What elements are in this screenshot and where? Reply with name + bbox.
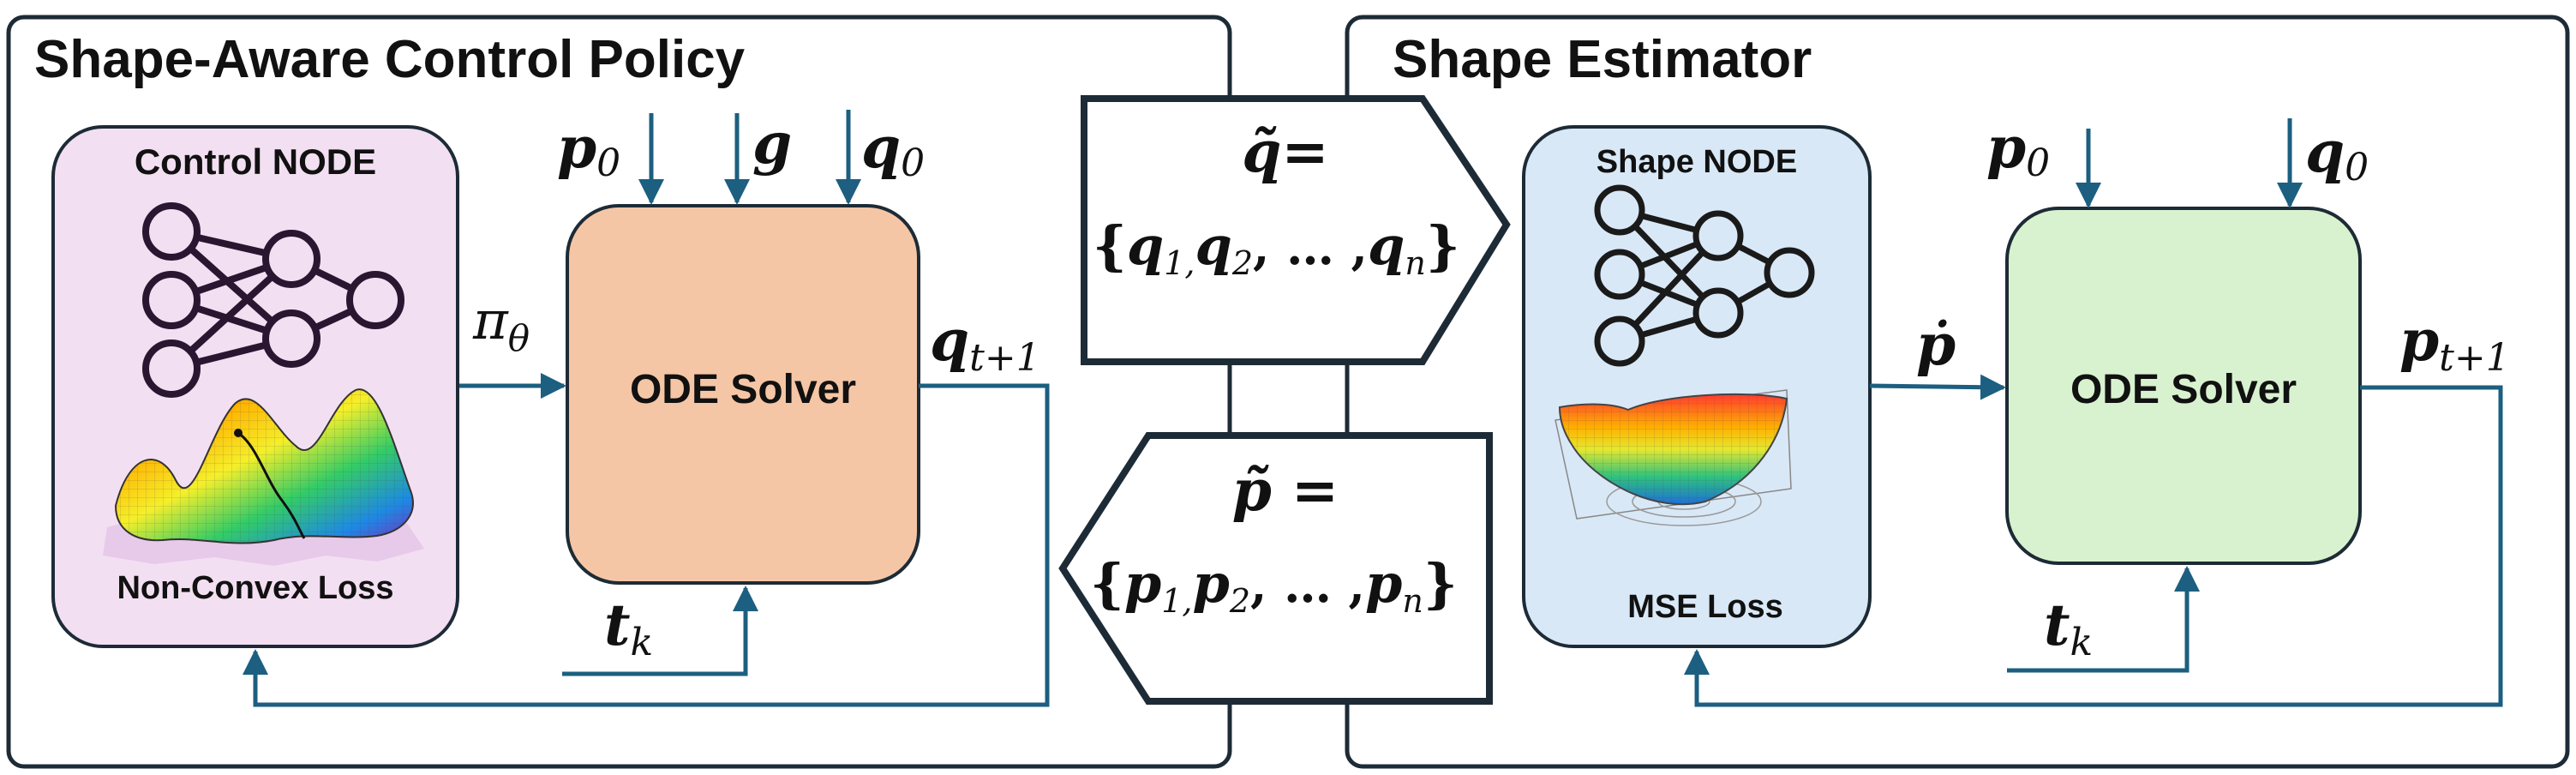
control-node-loss-label: Non-Convex Loss bbox=[117, 570, 393, 606]
q-set-arrow: q̃= {q1,q2, … ,qn} bbox=[1081, 95, 1511, 365]
shape-node-box: Shape NODE bbox=[1522, 125, 1872, 648]
output-p-label: pt+1 bbox=[2399, 307, 2510, 380]
time-tk-label-left: tk bbox=[604, 592, 653, 664]
q-set-rhs: {q1,q2, … ,qn} bbox=[1093, 214, 1460, 282]
time-tk-arrow-right bbox=[2007, 566, 2200, 673]
control-node-box: Control NODE bbox=[51, 125, 459, 648]
input-g-label: g bbox=[752, 110, 792, 177]
q-set-lhs: q̃= bbox=[1242, 118, 1328, 185]
policy-label: πθ bbox=[472, 289, 530, 359]
ode-solver-left: ODE Solver bbox=[566, 204, 920, 585]
left-panel: Shape-Aware Control Policy Control NODE bbox=[6, 15, 1232, 769]
neural-network-icon bbox=[1594, 184, 1815, 367]
shape-node-loss-label: MSE Loss bbox=[1627, 589, 1783, 625]
input-q0-label-right: q0 bbox=[2305, 118, 2369, 189]
shape-node-title: Shape NODE bbox=[1597, 144, 1797, 180]
neural-network-icon bbox=[142, 202, 404, 398]
convex-bowl-surface-icon bbox=[1555, 389, 1792, 526]
right-inputs: p0 q0 bbox=[1986, 114, 2369, 208]
pdot-arrow bbox=[1869, 374, 2006, 400]
ode-solver-left-label: ODE Solver bbox=[630, 367, 856, 412]
input-p0-label-right: p0 bbox=[1986, 114, 2050, 185]
control-node-title: Control NODE bbox=[135, 141, 376, 182]
input-p0-label: p0 bbox=[557, 114, 620, 185]
feedback-loop-left bbox=[243, 383, 1050, 707]
center-exchange: q̃= {q1,q2, … ,qn} p̃ = {p1,p2, … ,pn} bbox=[1058, 95, 1511, 705]
non-convex-surface-icon bbox=[103, 388, 424, 566]
p-set-lhs: p̃ = bbox=[1232, 457, 1339, 524]
right-panel: Shape Estimator Shape NODE bbox=[1345, 15, 2570, 769]
ode-solver-right-label: ODE Solver bbox=[2070, 367, 2297, 412]
pdot-label: ṗ bbox=[1916, 311, 1956, 378]
input-q0-label: q0 bbox=[861, 114, 925, 185]
time-tk-label-right: tk bbox=[2044, 592, 2093, 664]
p-set-rhs: {p1,p2, … ,pn} bbox=[1090, 552, 1458, 620]
left-inputs: p0 g q0 bbox=[557, 110, 925, 205]
p-set-arrow: p̃ = {p1,p2, … ,pn} bbox=[1058, 432, 1493, 705]
ode-solver-right: ODE Solver bbox=[2005, 207, 2362, 565]
right-panel-title: Shape Estimator bbox=[1393, 30, 1812, 89]
output-q-label: qt+1 bbox=[930, 307, 1040, 380]
feedback-loop-right bbox=[1684, 385, 2503, 707]
time-tk-arrow-left bbox=[562, 586, 758, 676]
left-panel-title: Shape-Aware Control Policy bbox=[34, 30, 746, 89]
